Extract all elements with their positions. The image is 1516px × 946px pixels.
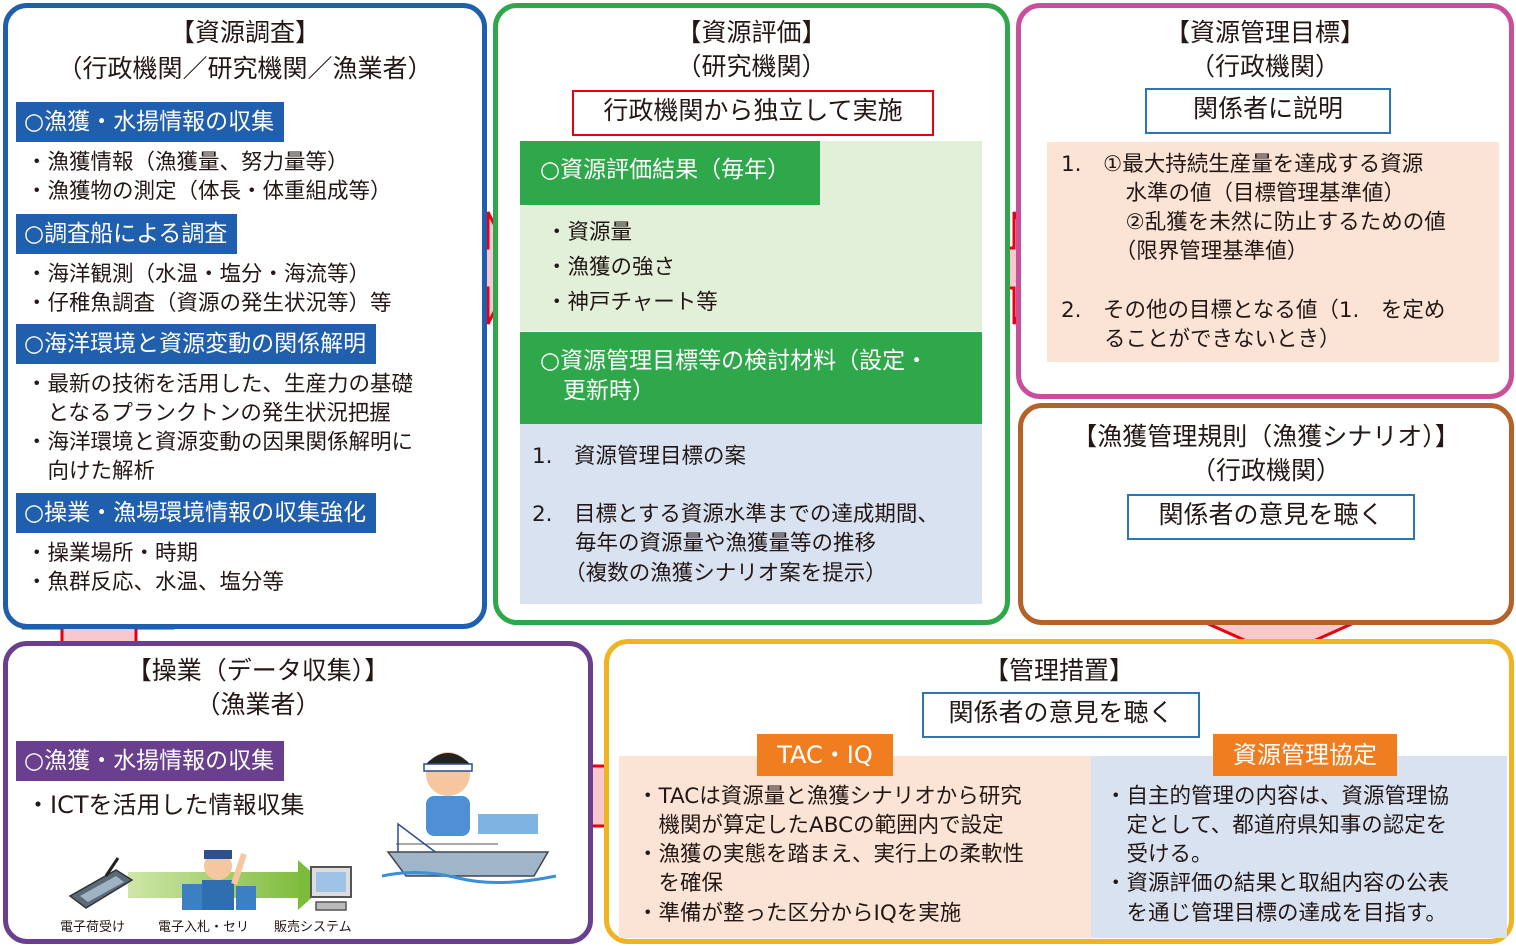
operation-subtitle: （漁業者） <box>195 690 321 719</box>
assessment-material-heading: ○資源管理目標等の検討材料（設定・ 更新時） <box>520 332 982 424</box>
rule-box: 【漁獲管理規則（漁獲シナリオ）】 （行政機関） 関係者の意見を聴く <box>1018 403 1514 625</box>
fisherman-icon <box>381 752 557 884</box>
operation-bullet: ・ICTを活用した情報収集 <box>26 791 305 819</box>
assessment-bullet: ・漁獲の強さ <box>546 255 676 280</box>
survey-heading-ship: ○調査船による調査 <box>16 214 238 254</box>
survey-bullet: となるプランクトンの発生状況把握 <box>26 401 391 426</box>
agreement-bullet: 定として、都道府県知事の認定を <box>1105 813 1448 838</box>
tac-bullet: を確保 <box>637 871 724 896</box>
assessment-material-panel <box>520 424 982 604</box>
assessment-bullet: ・資源量 <box>546 220 633 245</box>
assessment-subtitle: （研究機関） <box>676 52 827 81</box>
operation-box: 【操業（データ収集）】 （漁業者） ○漁獲・水揚情報の収集 ・ICTを活用した情… <box>3 641 593 944</box>
agreement-panel <box>1091 756 1507 938</box>
rule-listen-label: 関係者の意見を聴く <box>1127 494 1415 540</box>
survey-subtitle: （行政機関／研究機関／漁業者） <box>57 54 433 83</box>
assessment-item: 1. 資源管理目標の案 <box>532 444 747 469</box>
rule-title: 【漁獲管理規則（漁獲シナリオ）】 <box>1072 422 1460 451</box>
operation-title: 【操業（データ収集）】 <box>126 656 390 685</box>
tac-heading: TAC・IQ <box>757 734 893 776</box>
survey-bullet: ・海洋環境と資源変動の因果関係解明に <box>26 430 414 455</box>
agreement-bullet: ・資源評価の結果と取組内容の公表 <box>1105 871 1450 896</box>
target-item: ②乱獲を未然に防止するための値 <box>1061 210 1446 235</box>
tac-bullet: ・準備が整った区分からIQを実施 <box>637 901 962 926</box>
tac-bullet: ・TACは資源量と漁獲シナリオから研究 <box>637 784 1022 809</box>
independent-label: 行政機関から独立して実施 <box>572 90 934 136</box>
assessment-item: 毎年の資源量や漁獲量等の推移 <box>532 531 877 556</box>
measures-box: 【管理措置】 関係者の意見を聴く TAC・IQ ・TACは資源量と漁獲シナリオか… <box>604 639 1514 944</box>
tac-panel <box>619 756 1091 938</box>
survey-bullet: 向けた解析 <box>26 459 156 484</box>
survey-bullet: ・最新の技術を活用した、生産力の基礎 <box>26 372 414 397</box>
survey-bullet: ・仔稚魚調査（資源の発生状況等）等 <box>26 291 392 316</box>
assessment-material-heading-line: 更新時） <box>540 378 655 404</box>
rule-subtitle: （行政機関） <box>1190 456 1341 485</box>
agreement-heading: 資源管理協定 <box>1213 734 1397 776</box>
ict-caption: 電子荷受け <box>60 920 126 935</box>
measures-title: 【管理措置】 <box>983 656 1134 685</box>
survey-heading-catch: ○漁獲・水揚情報の収集 <box>16 102 285 142</box>
assessment-item: （複数の漁獲シナリオ案を提示） <box>532 561 887 586</box>
target-item: ることができないとき） <box>1061 327 1341 352</box>
agreement-bullet: 受ける。 <box>1105 842 1213 867</box>
survey-bullet: ・魚群反応、水温、塩分等 <box>26 570 285 595</box>
survey-heading-ocean: ○海洋環境と資源変動の関係解明 <box>16 324 377 364</box>
computer-icon <box>310 866 352 911</box>
operation-heading-catch: ○漁獲・水揚情報の収集 <box>16 741 285 781</box>
target-title: 【資源管理目標】 <box>1164 18 1365 47</box>
assessment-material-heading-line: ○資源管理目標等の検討材料（設定・ <box>540 348 929 374</box>
measures-listen-label: 関係者の意見を聴く <box>922 692 1200 738</box>
assessment-title: 【資源評価】 <box>676 18 827 47</box>
survey-bullet: ・漁獲物の測定（体長・体重組成等） <box>26 179 392 204</box>
tablet-icon <box>68 857 134 909</box>
survey-heading-operation: ○操業・漁場環境情報の収集強化 <box>16 493 377 533</box>
tac-bullet: 機関が算定したABCの範囲内で設定 <box>637 813 1004 838</box>
assessment-box: 【資源評価】 （研究機関） 行政機関から独立して実施 ○資源評価結果（毎年） ・… <box>493 3 1010 625</box>
target-item: （限界管理基準値） <box>1061 239 1309 264</box>
ict-caption: 販売システム <box>274 920 352 935</box>
survey-box: 【資源調査】 （行政機関／研究機関／漁業者） ○漁獲・水揚情報の収集 ・漁獲情報… <box>3 3 487 629</box>
target-item: 2. その他の目標となる値（1. を定め <box>1061 298 1446 323</box>
target-items-panel <box>1047 142 1499 362</box>
assessment-results-heading: ○資源評価結果（毎年） <box>520 141 820 205</box>
ict-caption: 電子入札・セリ <box>158 920 250 935</box>
target-item: 水準の値（目標管理基準値） <box>1061 181 1406 206</box>
survey-bullet: ・漁獲情報（漁獲量、努力量等） <box>26 150 349 175</box>
assessment-bullet: ・神戸チャート等 <box>546 290 718 315</box>
target-item: 1. ①最大持続生産量を達成する資源 <box>1061 152 1424 177</box>
target-subtitle: （行政機関） <box>1189 52 1340 81</box>
explain-label: 関係者に説明 <box>1145 88 1391 134</box>
agreement-bullet: ・自主的管理の内容は、資源管理協 <box>1105 784 1450 809</box>
survey-title: 【資源調査】 <box>169 18 320 47</box>
agreement-bullet: を通じ管理目標の達成を目指す。 <box>1105 901 1447 926</box>
target-box: 【資源管理目標】 （行政機関） 関係者に説明 1. ①最大持続生産量を達成する資… <box>1016 3 1514 399</box>
auction-person-icon <box>182 850 256 910</box>
survey-bullet: ・海洋観測（水温・塩分・海流等） <box>26 262 371 287</box>
survey-bullet: ・操業場所・時期 <box>26 541 199 566</box>
assessment-item: 2. 目標とする資源水準までの達成期間、 <box>532 502 939 527</box>
tac-bullet: ・漁獲の実態を踏まえ、実行上の柔軟性 <box>637 842 1025 867</box>
